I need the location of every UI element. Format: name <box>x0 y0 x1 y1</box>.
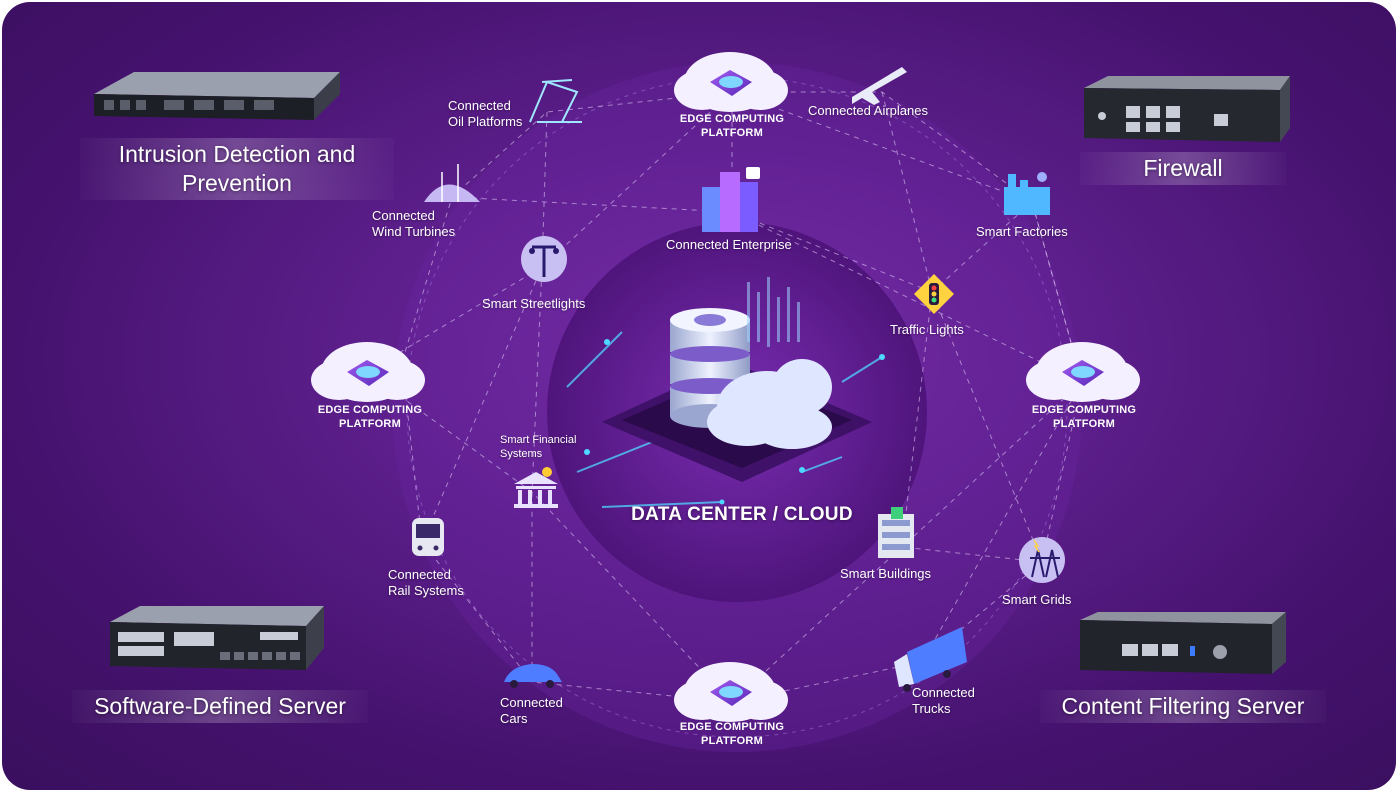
edge-cloud-icon-right <box>1026 342 1140 402</box>
power-grid-icon <box>1019 537 1065 583</box>
car-icon <box>504 664 562 688</box>
edge-cloud-icon-bottom <box>674 662 788 722</box>
data-center-title: DATA CENTER / CLOUD <box>631 504 853 525</box>
factories-label: Smart Factories <box>976 224 1068 239</box>
wind-turbines-label: Connected Wind Turbines <box>372 208 456 239</box>
ids-rack-server-image <box>94 68 340 124</box>
circuit-dots <box>584 339 885 505</box>
firewall-appliance-image <box>1084 74 1290 146</box>
content-filtering-appliance-image <box>1080 612 1286 676</box>
content-filtering-server-label: Content Filtering Server <box>1040 690 1326 723</box>
factory-icon <box>1004 172 1050 215</box>
traffic-light-icon <box>914 274 954 314</box>
database-cloud-graphic <box>602 277 872 482</box>
financial-systems-label: Smart Financial Systems <box>500 434 577 460</box>
wind-turbine-icon <box>424 164 480 202</box>
circuit-lines <box>566 331 883 508</box>
enterprise-label: Connected Enterprise <box>666 237 792 252</box>
edge-platform-top-label: EDGE COMPUTING PLATFORM <box>679 113 785 139</box>
edge-platform-right-label: EDGE COMPUTING PLATFORM <box>1031 404 1137 430</box>
edge-platform-bottom-label: EDGE COMPUTING PLATFORM <box>679 721 785 747</box>
oil-platform-icon <box>529 79 582 123</box>
edge-platform-left-label: EDGE COMPUTING PLATFORM <box>317 404 423 430</box>
streetlight-icon <box>521 236 567 282</box>
smart-buildings-label: Smart Buildings <box>840 566 932 581</box>
cars-label: Connected Cars <box>500 695 563 726</box>
airplane-icon <box>852 67 907 105</box>
software-defined-server-label: Software-Defined Server <box>72 690 368 723</box>
trucks-label: Connected Trucks <box>912 685 975 716</box>
intrusion-detection-label: Intrusion Detection and Prevention <box>80 138 394 200</box>
truck-icon <box>894 627 967 692</box>
edge-cloud-icon-left <box>311 342 425 402</box>
traffic-lights-label: Traffic Lights <box>890 322 964 337</box>
enterprise-buildings-icon <box>702 167 760 232</box>
smart-building-icon <box>878 507 914 558</box>
train-icon <box>412 518 444 556</box>
firewall-label: Firewall <box>1080 152 1286 185</box>
streetlights-label: Smart Streetlights <box>482 296 586 311</box>
rail-systems-label: Connected Rail Systems <box>388 567 464 598</box>
edge-cloud-icon-top <box>674 52 788 112</box>
airplanes-label: Connected Airplanes <box>808 103 928 118</box>
bank-icon <box>514 467 558 508</box>
oil-platforms-label: Connected Oil Platforms <box>448 98 523 129</box>
software-defined-server-image <box>110 604 324 672</box>
smart-grids-label: Smart Grids <box>1002 592 1072 607</box>
